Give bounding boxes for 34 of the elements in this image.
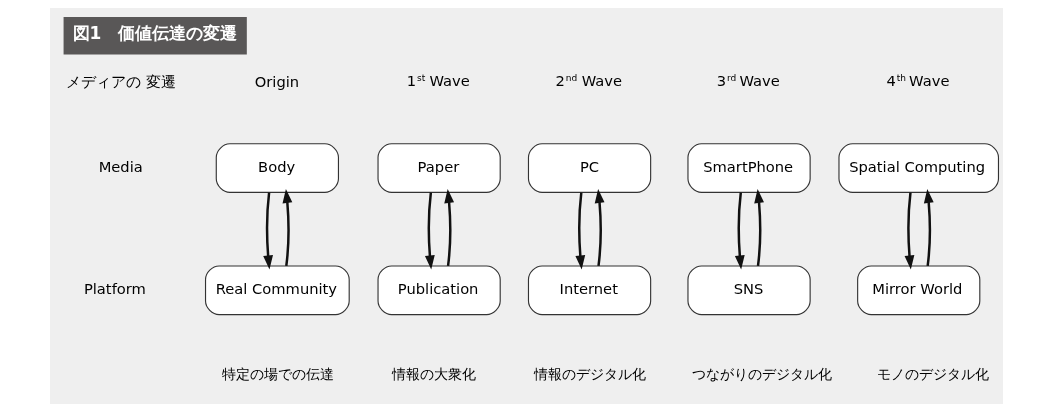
- node-label: 情報のデジタル化: [533, 365, 646, 382]
- arrow: [904, 192, 914, 270]
- node-box: Real Community: [204, 265, 350, 316]
- label: Media: [98, 157, 143, 175]
- label: 1$^{st}$ Wave: [406, 71, 470, 89]
- node-box: SNS: [686, 265, 811, 316]
- node-box: Publication: [376, 265, 501, 316]
- arrow: [424, 192, 435, 270]
- node-box: Body: [215, 143, 339, 193]
- arrow: [753, 188, 764, 266]
- diagram-title: 図1 価値伝達の変遷: [72, 23, 237, 44]
- label: メディアの 変遷: [65, 73, 176, 91]
- node-label: 特定の場での伝達: [222, 365, 334, 382]
- node-label: モノのデジタル化: [876, 365, 989, 382]
- node-box: Spatial Computing: [837, 143, 999, 193]
- arrow: [594, 188, 604, 266]
- arrow: [734, 192, 745, 270]
- label: Platform: [83, 280, 146, 298]
- label: 3$^{rd}$ Wave: [716, 71, 780, 89]
- label: 4$^{th}$ Wave: [885, 71, 949, 89]
- node-box: Paper: [376, 143, 501, 193]
- node-box: Internet: [527, 265, 651, 316]
- node-box: PC: [527, 143, 651, 193]
- node-box: Mirror World: [856, 265, 980, 316]
- label: 2$^{nd}$ Wave: [555, 71, 622, 89]
- arrow: [262, 192, 273, 270]
- node-box: SmartPhone: [686, 143, 811, 193]
- arrow: [923, 188, 934, 266]
- node-label: つながりのデジタル化: [691, 365, 832, 382]
- node-label: 情報の大衆化: [391, 365, 476, 382]
- arrow: [282, 188, 292, 266]
- label: Origin: [254, 73, 299, 91]
- arrow: [574, 192, 585, 270]
- arrow: [443, 188, 454, 266]
